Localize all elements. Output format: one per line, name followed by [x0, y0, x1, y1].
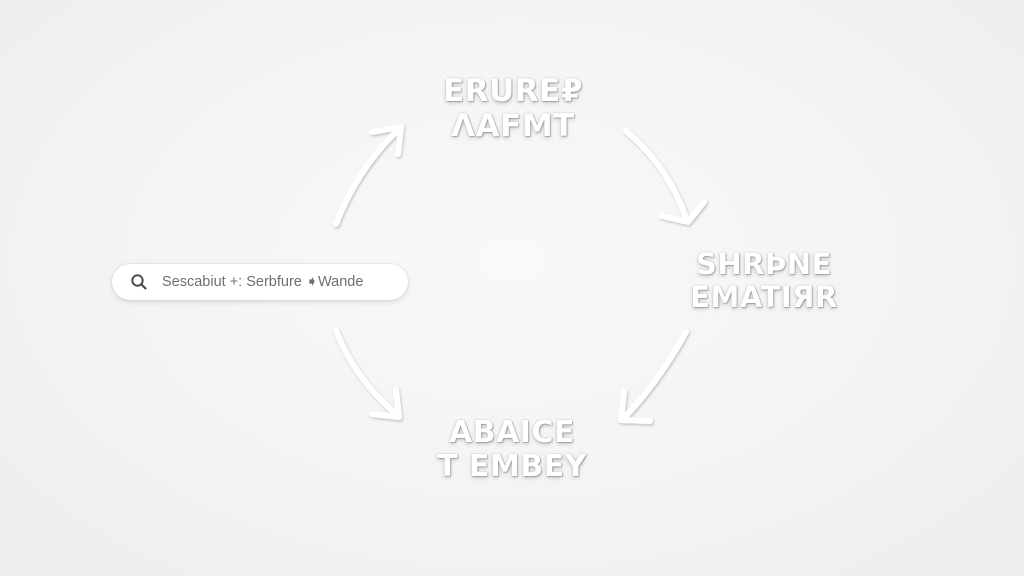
arrow-left-to-bottom [333, 327, 402, 420]
node-bottom-line-1: ABAICE [449, 415, 575, 450]
cycle-node-right: SHRÞNE EMATIЯR [654, 250, 874, 312]
node-right-line-2: EMATIЯR [690, 280, 838, 314]
node-right-line-1: SHRÞNE [696, 247, 832, 281]
search-bar[interactable]: Sescabiut +: Serbfure ➧Wande [112, 264, 408, 300]
node-bottom-line-2: T EMBEY [437, 449, 587, 484]
search-icon [130, 273, 148, 291]
cycle-node-top: ERURE₽ ΛAFMT [408, 76, 618, 142]
arrow-left-to-top [333, 124, 404, 227]
node-top-line-2: ΛAFMT [451, 108, 575, 144]
node-top-line-1: ERURE₽ [443, 73, 583, 109]
cycle-node-bottom: ABAICE T EMBEY [392, 418, 632, 482]
arrow-top-to-right [623, 128, 707, 225]
arrow-right-to-bottom [618, 329, 689, 424]
search-query-text: Sescabiut +: Serbfure ➧Wande [162, 274, 364, 290]
